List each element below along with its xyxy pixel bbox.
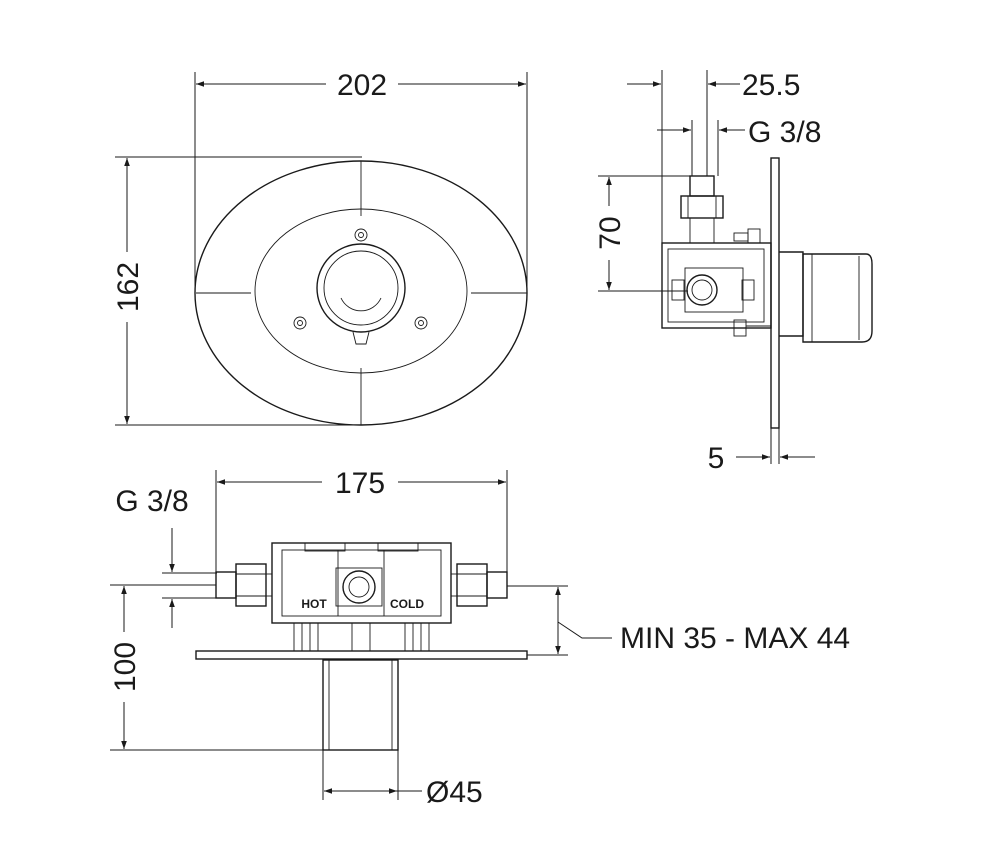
dim-bottom-height: 100 <box>109 584 323 751</box>
dim-front-width-label: 202 <box>337 69 387 102</box>
cold-label: COLD <box>390 597 424 611</box>
dim-bottom-diameter: Ø45 <box>322 750 483 809</box>
bottom-view: HOT COLD <box>195 542 528 751</box>
screw-icon <box>414 316 428 330</box>
bottom-left-nut <box>235 563 267 607</box>
bottom-valve-body <box>271 542 452 624</box>
dim-bottom-height-label: 100 <box>109 642 142 692</box>
dim-bottom-install: MIN 35 - MAX 44 <box>507 585 850 656</box>
dim-side-height-label: 70 <box>594 216 627 249</box>
side-wall-plate <box>770 157 780 429</box>
bottom-right-nut <box>456 563 488 607</box>
dim-bottom-thread: G 3/8 <box>115 485 217 628</box>
dim-side-plate: 5 <box>708 428 815 475</box>
side-top-nut <box>680 195 724 219</box>
dim-front-height: 162 <box>112 156 362 426</box>
front-knob-arc <box>340 297 382 312</box>
side-view <box>661 157 873 429</box>
dim-bottom-diameter-label: Ø45 <box>426 776 483 809</box>
dim-bottom-install-label: MIN 35 - MAX 44 <box>620 622 850 655</box>
dim-side-thread-label: G 3/8 <box>748 116 821 149</box>
front-knob-pointer <box>352 331 370 345</box>
front-knob-inner <box>323 250 399 326</box>
dim-bottom-width: 175 <box>215 467 508 572</box>
side-top-fitting <box>689 175 715 197</box>
screw-icon <box>293 316 307 330</box>
dim-side-plate-label: 5 <box>708 442 725 475</box>
dim-side-height: 70 <box>594 175 693 292</box>
dim-side-thread: G 3/8 <box>657 116 821 176</box>
hot-label: HOT <box>301 597 327 611</box>
dim-bottom-width-label: 175 <box>335 467 385 500</box>
side-knob-collar <box>779 251 804 337</box>
dim-front-width: 202 <box>194 69 528 288</box>
bottom-outlet-port <box>342 570 376 604</box>
side-inlet-port <box>686 274 718 306</box>
dim-bottom-thread-label: G 3/8 <box>115 485 188 518</box>
front-knob-outer <box>316 243 406 333</box>
screw-icon <box>354 228 368 242</box>
bottom-knob <box>322 659 399 751</box>
dim-front-height-label: 162 <box>112 262 145 312</box>
bottom-wall-plate <box>195 650 528 660</box>
side-valve-body <box>661 242 772 329</box>
bottom-right-fitting <box>486 571 508 599</box>
front-plate-inner <box>254 208 468 374</box>
dim-side-depth: 25.5 <box>627 69 800 243</box>
side-knob <box>802 253 873 343</box>
dim-side-depth-label: 25.5 <box>742 69 800 102</box>
front-view <box>194 160 528 426</box>
bottom-left-fitting <box>215 571 237 599</box>
